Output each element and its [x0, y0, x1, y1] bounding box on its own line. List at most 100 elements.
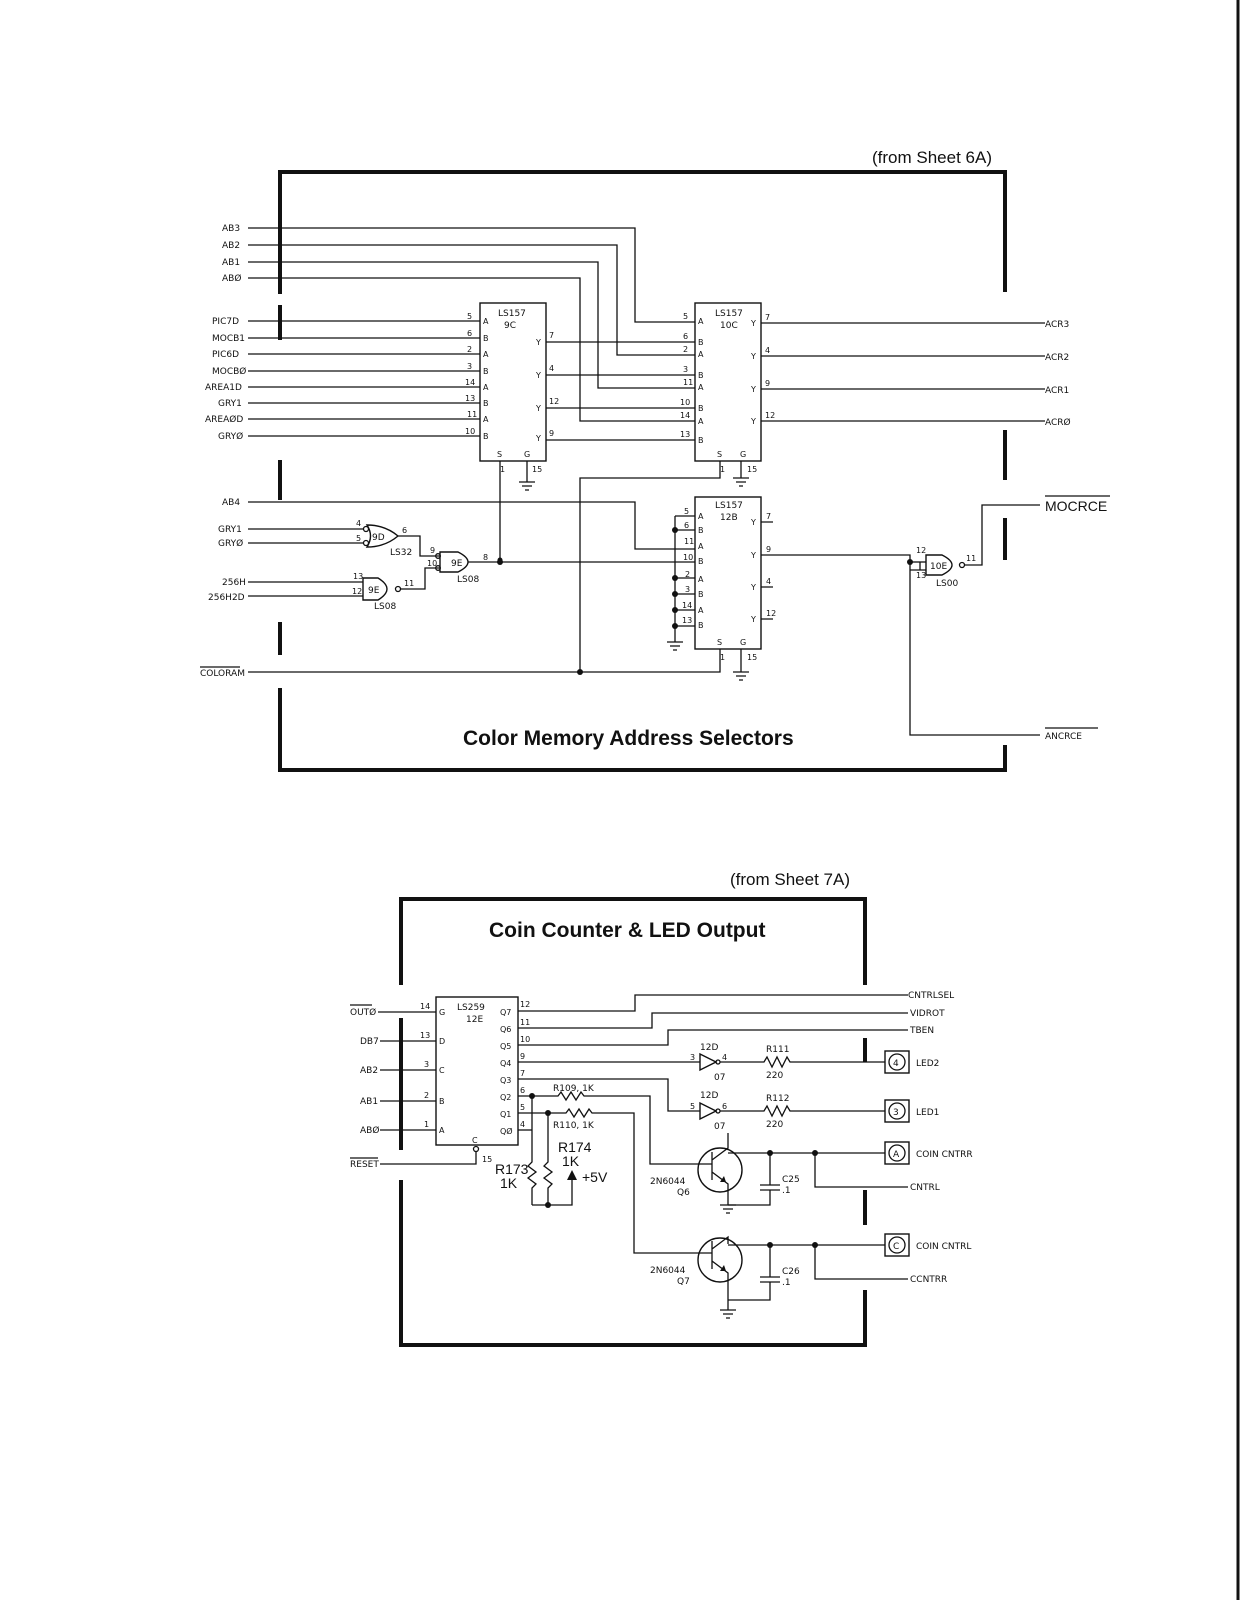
svg-text:13: 13	[420, 1031, 430, 1040]
sig-ab4: AB4	[222, 498, 240, 508]
transistor-q6	[697, 1147, 743, 1193]
sig-pic7d: PIC7D	[212, 317, 239, 327]
svg-text:12: 12	[766, 609, 776, 618]
svg-text:6: 6	[722, 1102, 727, 1111]
svg-text:G: G	[740, 638, 746, 647]
sig-ab2: AB2	[222, 241, 240, 251]
gate-9d	[365, 524, 400, 548]
svg-text:B: B	[439, 1097, 445, 1106]
svg-text:B: B	[698, 436, 704, 445]
svg-text:Q7: Q7	[500, 1008, 511, 1017]
chip-9c-ref: 9C	[504, 321, 516, 331]
gate-9e-bottom-ref: 9E	[368, 586, 380, 596]
gate-10e-type: LS00	[936, 579, 958, 589]
svg-text:Y: Y	[750, 583, 756, 592]
svg-text:6: 6	[684, 521, 689, 530]
svg-text:3: 3	[893, 1108, 899, 1118]
svg-text:2: 2	[424, 1091, 429, 1100]
svg-text:12: 12	[520, 1000, 530, 1009]
svg-text:5: 5	[467, 312, 472, 321]
q6-ref: Q6	[677, 1188, 690, 1198]
svg-text:Y: Y	[750, 615, 756, 624]
gate-9e-bottom-type: LS08	[374, 602, 396, 612]
svg-text:3: 3	[690, 1053, 695, 1062]
svg-text:9: 9	[520, 1052, 525, 1061]
out-acr1: ACR1	[1045, 386, 1069, 396]
svg-text:A: A	[698, 417, 704, 426]
svg-text:4: 4	[549, 364, 554, 373]
svg-text:5: 5	[520, 1103, 525, 1112]
svg-text:6: 6	[402, 526, 407, 535]
svg-text:1: 1	[720, 653, 725, 662]
bottom-panel-title: Coin Counter & LED Output	[489, 919, 765, 942]
buffer-12d-bottom	[699, 1101, 718, 1121]
svg-text:A: A	[698, 575, 704, 584]
svg-text:G: G	[439, 1008, 445, 1017]
chip-10c-type: LS157	[715, 309, 743, 319]
sig-ab1-b: AB1	[360, 1097, 378, 1107]
svg-text:Y: Y	[750, 551, 756, 560]
svg-text:6: 6	[467, 329, 472, 338]
svg-text:B: B	[483, 334, 489, 343]
svg-text:10: 10	[520, 1035, 530, 1044]
svg-text:13: 13	[682, 616, 692, 625]
gate-10e	[925, 554, 953, 576]
out-acr3: ACR3	[1045, 320, 1069, 330]
svg-text:12: 12	[352, 587, 362, 596]
svg-text:A: A	[483, 383, 489, 392]
svg-text:3: 3	[683, 365, 688, 374]
supply-5v: +5V	[582, 1169, 608, 1185]
svg-text:1: 1	[720, 465, 725, 474]
sig-area0d: AREAØD	[205, 414, 243, 425]
svg-text:S: S	[497, 450, 502, 459]
bottom-frame-bottom	[399, 1180, 867, 1347]
svg-text:A: A	[698, 383, 704, 392]
svg-text:G: G	[740, 450, 746, 459]
svg-text:Q5: Q5	[500, 1042, 511, 1051]
svg-text:D: D	[439, 1037, 445, 1046]
svg-text:S: S	[717, 450, 722, 459]
svg-text:Y: Y	[535, 434, 541, 443]
svg-text:B: B	[483, 432, 489, 441]
svg-text:C: C	[439, 1066, 445, 1075]
sig-mocb0: MOCBØ	[212, 366, 246, 377]
q6-part: 2N6044	[650, 1177, 686, 1187]
out-vidrot: VIDROT	[910, 1009, 945, 1019]
out-led1: LED1	[916, 1108, 939, 1118]
out-cntrlsel: CNTRLSEL	[908, 991, 954, 1001]
svg-text:Y: Y	[535, 404, 541, 413]
svg-text:7: 7	[766, 512, 771, 521]
sig-gry1: GRY1	[218, 399, 242, 409]
svg-text:4: 4	[722, 1053, 727, 1062]
sig-ab2-b: AB2	[360, 1066, 378, 1076]
gate-9e-top	[439, 551, 469, 573]
svg-text:A: A	[698, 317, 704, 326]
out-mocrce: MOCRCE	[1045, 498, 1107, 514]
svg-text:G: G	[524, 450, 530, 459]
sig-256h2d: 256H2D	[208, 593, 245, 603]
svg-text:6: 6	[683, 332, 688, 341]
svg-text:B: B	[483, 367, 489, 376]
gate-9e-top-type: LS08	[457, 575, 479, 585]
svg-text:9: 9	[765, 379, 770, 388]
out-ancrce: ANCRCE	[1045, 732, 1082, 742]
r111-ref: R111	[766, 1045, 789, 1055]
c25-value: .1	[782, 1186, 791, 1196]
sig-pic6d: PIC6D	[212, 350, 239, 360]
gate-9d-type: LS32	[390, 548, 412, 558]
r112-ref: R112	[766, 1094, 789, 1104]
svg-text:QØ: QØ	[500, 1126, 513, 1136]
top-panel-title: Color Memory Address Selectors	[463, 727, 794, 750]
out-ccntrr: CCNTRR	[910, 1275, 947, 1285]
svg-text:9: 9	[549, 429, 554, 438]
svg-text:A: A	[893, 1150, 900, 1160]
svg-text:A: A	[483, 317, 489, 326]
sig-ab3: AB3	[222, 224, 240, 234]
svg-text:10: 10	[683, 553, 693, 562]
sig-mocb1: MOCB1	[212, 334, 245, 344]
chip-9c-type: LS157	[498, 309, 526, 319]
svg-text:7: 7	[765, 313, 770, 322]
svg-text:15: 15	[747, 465, 757, 474]
sig-area1d: AREA1D	[205, 383, 242, 393]
svg-text:B: B	[698, 371, 704, 380]
